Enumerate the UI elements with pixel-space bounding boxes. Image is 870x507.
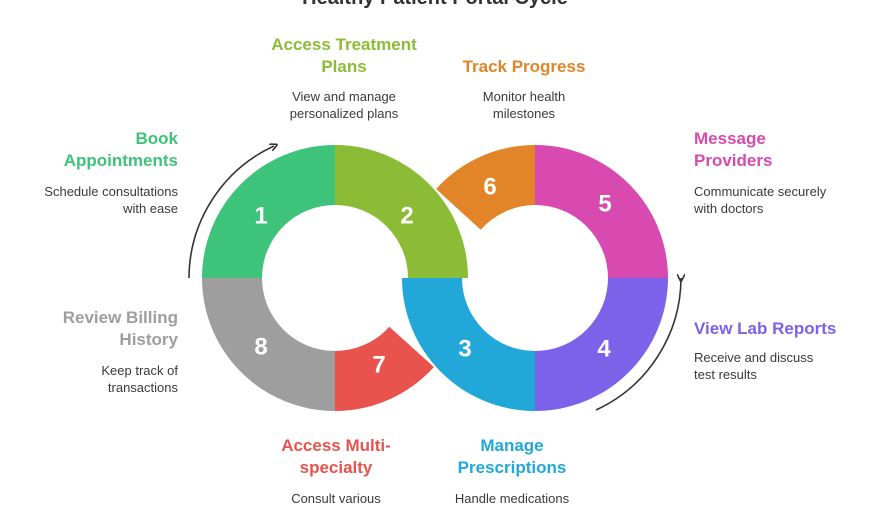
- step-8-description: Keep track of transactions: [63, 362, 178, 396]
- step-6-description: Monitor health milestones: [424, 88, 624, 122]
- segment-7-number: 7: [372, 351, 385, 378]
- segment-5: [535, 145, 668, 278]
- cycle-arrow-left: [188, 146, 274, 279]
- step-8-title: Review Billing History: [63, 307, 178, 351]
- step-1-title-line: Book: [135, 129, 179, 148]
- step-4-description: Receive and discuss test results: [694, 349, 836, 383]
- cycle-arrow-right: [595, 278, 681, 411]
- step-3-desc-line: Handle medications: [454, 491, 570, 506]
- step-2-label: Access Treatment Plans View and manage p…: [244, 34, 444, 122]
- segment-1: [202, 145, 335, 278]
- segment-5-number: 5: [598, 190, 611, 217]
- segment-1-number: 1: [254, 202, 267, 229]
- step-4-title: View Lab Reports: [694, 318, 836, 340]
- step-7-title-line: specialty: [299, 458, 373, 477]
- step-2-title-line: Access Treatment: [271, 35, 417, 54]
- step-3-title: Manage Prescriptions: [422, 435, 602, 479]
- segment-2-number: 2: [400, 202, 413, 229]
- step-1-description: Schedule consultations with ease: [44, 183, 178, 217]
- step-2-title: Access Treatment Plans: [244, 34, 444, 78]
- segment-2: [335, 145, 468, 278]
- segment-8: [202, 278, 335, 411]
- step-5-label: Message Providers Communicate securely w…: [694, 128, 826, 217]
- step-6-desc-line: Monitor health: [482, 89, 566, 104]
- step-5-title: Message Providers: [694, 128, 826, 172]
- step-2-desc-line: personalized plans: [289, 106, 399, 121]
- step-7-desc-line: Consult various: [291, 491, 381, 506]
- step-1-desc-line: Schedule consultations: [44, 184, 178, 199]
- step-8-desc-line: Keep track of: [101, 363, 178, 378]
- segment-3-number: 3: [458, 335, 471, 362]
- step-5-title-line: Message: [694, 129, 766, 148]
- segment-4-number: 4: [597, 335, 611, 362]
- step-8-label: Review Billing History Keep track of tra…: [63, 307, 178, 396]
- step-1-label: Book Appointments Schedule consultations…: [44, 128, 178, 217]
- step-6-title-line: Track Progress: [462, 57, 586, 76]
- step-3-description: Handle medications: [422, 490, 602, 507]
- step-6-label: Track Progress Monitor health milestones: [424, 56, 624, 122]
- segment-7: [335, 326, 434, 412]
- step-7-title: Access Multi- specialty: [246, 435, 426, 479]
- step-3-title-line: Prescriptions: [457, 458, 567, 477]
- step-8-desc-line: transactions: [107, 380, 178, 395]
- step-3-label: Manage Prescriptions Handle medications: [422, 435, 602, 507]
- step-2-desc-line: View and manage: [292, 89, 396, 104]
- step-5-desc-line: Communicate securely: [694, 184, 827, 199]
- segment-6-number: 6: [483, 173, 496, 200]
- step-1-title-line: Appointments: [63, 151, 178, 170]
- step-2-description: View and manage personalized plans: [244, 88, 444, 122]
- step-6-desc-line: milestones: [492, 106, 556, 121]
- segment-4: [535, 278, 668, 411]
- step-3-title-line: Manage: [480, 436, 544, 455]
- step-1-desc-line: with ease: [123, 201, 178, 216]
- step-8-title-line: History: [119, 330, 178, 349]
- step-4-label: View Lab Reports Receive and discuss tes…: [694, 318, 836, 383]
- step-4-desc-line: Receive and discuss: [694, 350, 814, 365]
- step-8-title-line: Review Billing: [62, 308, 178, 327]
- segment-6: [436, 144, 535, 230]
- page-title: Healthy Patient Portal Cycle: [0, 0, 870, 10]
- step-6-title: Track Progress: [424, 56, 624, 78]
- segment-3: [402, 278, 535, 411]
- step-1-title: Book Appointments: [44, 128, 178, 172]
- step-7-description: Consult various: [246, 490, 426, 507]
- step-5-description: Communicate securely with doctors: [694, 183, 826, 217]
- step-4-desc-line: test results: [694, 367, 757, 382]
- step-5-desc-line: with doctors: [694, 201, 764, 216]
- step-7-label: Access Multi- specialty Consult various: [246, 435, 426, 507]
- step-5-title-line: Providers: [694, 151, 773, 170]
- segment-8-number: 8: [254, 333, 267, 360]
- step-2-title-line: Plans: [321, 57, 367, 76]
- step-7-title-line: Access Multi-: [281, 436, 391, 455]
- step-4-title-line: View Lab Reports: [694, 319, 837, 338]
